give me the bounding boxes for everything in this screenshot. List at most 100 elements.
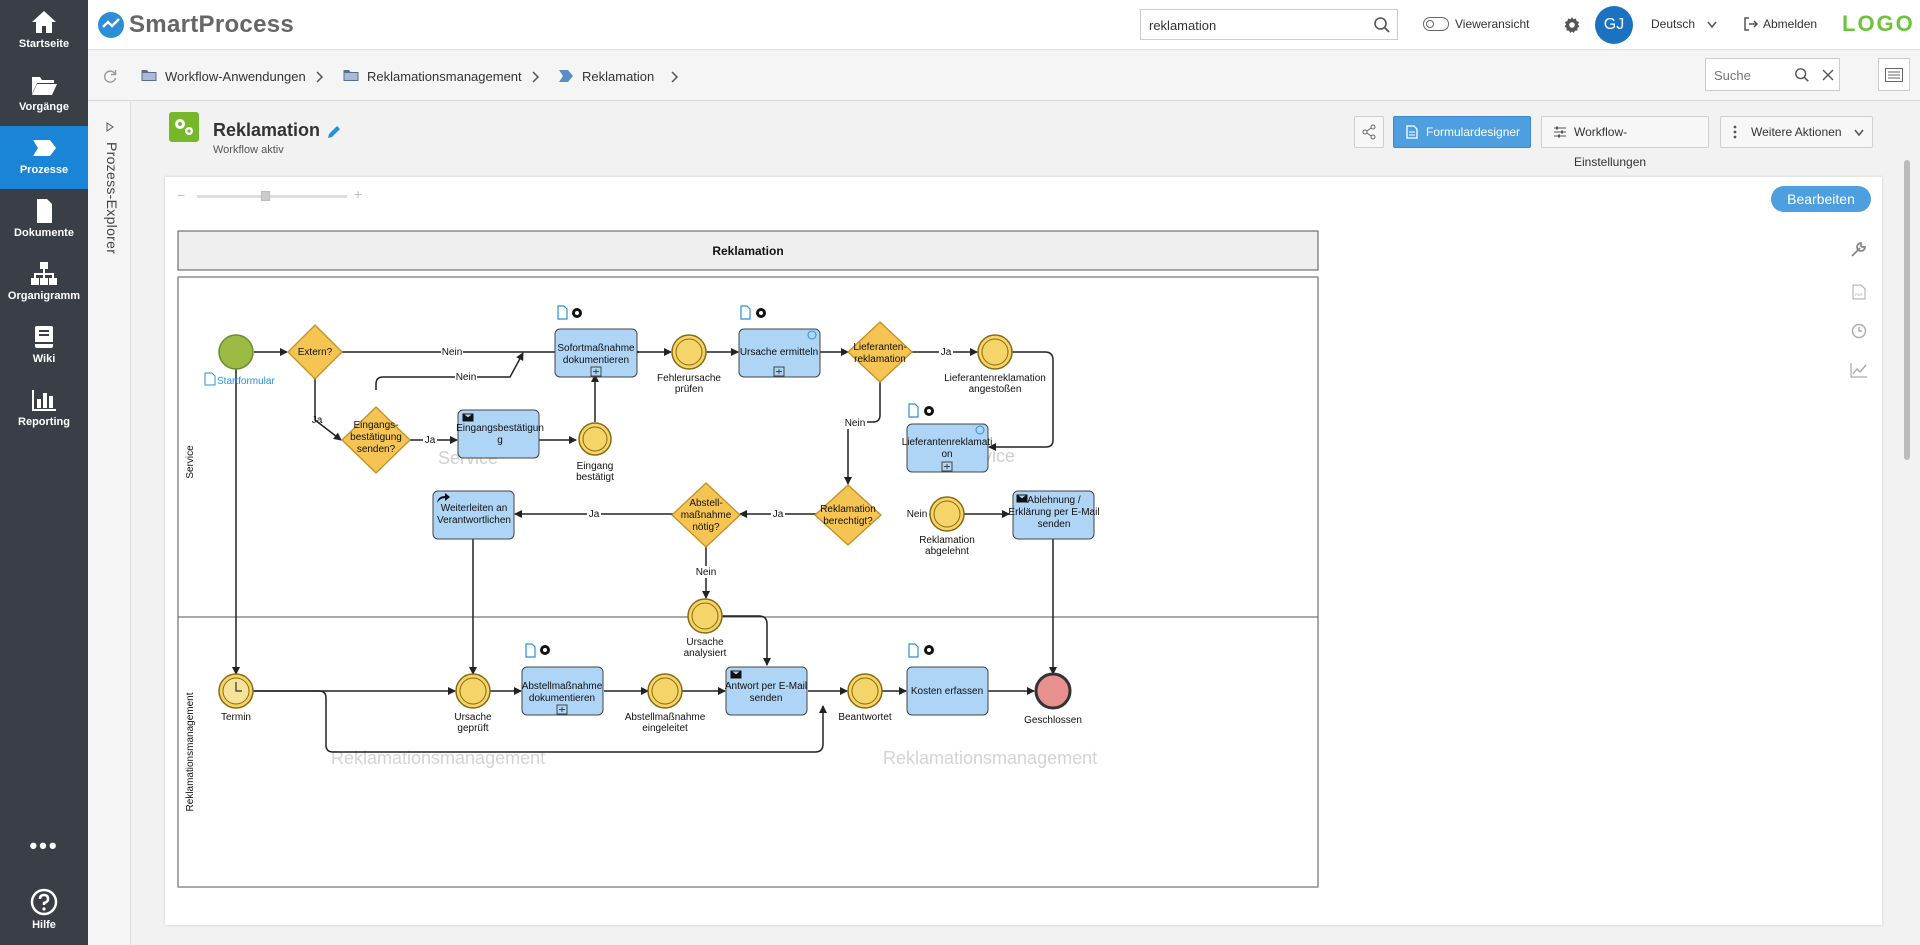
- search-icon[interactable]: [1373, 16, 1391, 34]
- breadcrumb-search[interactable]: [1705, 58, 1840, 91]
- sidebar-item-wiki[interactable]: Wiki: [0, 315, 88, 378]
- flow-labels: Nein Nein Ja Ja Ja Nein Nein Ja Ja Nein: [312, 346, 953, 578]
- close-icon[interactable]: [1822, 69, 1834, 81]
- svg-text:Startformular: Startformular: [217, 376, 275, 387]
- form-designer-button[interactable]: Formulardesigner: [1393, 116, 1531, 148]
- sidebar-item-hilfe[interactable]: Hilfe: [0, 882, 88, 945]
- svg-text:berechtigt?: berechtigt?: [823, 516, 873, 527]
- svg-text:Lieferanten-: Lieferanten-: [853, 342, 906, 353]
- chevron-down-icon[interactable]: [1707, 21, 1717, 29]
- scrollbar-thumb[interactable]: [1904, 160, 1910, 460]
- pdf-icon[interactable]: PDF: [1852, 284, 1866, 300]
- sidebar-item-reporting[interactable]: Reporting: [0, 378, 88, 441]
- breadcrumb-item[interactable]: Reklamation: [582, 69, 655, 84]
- more-actions-button[interactable]: Weitere Aktionen: [1720, 116, 1873, 148]
- breadcrumb-item[interactable]: Reklamationsmanagement: [367, 69, 522, 84]
- breadcrumb-bar: Workflow-Anwendungen Reklamationsmanagem…: [88, 51, 1920, 101]
- logout-icon[interactable]: [1743, 16, 1759, 32]
- event-termin[interactable]: Termin: [218, 673, 254, 723]
- history-icon[interactable]: [1850, 322, 1868, 340]
- viewer-toggle[interactable]: [1423, 17, 1449, 31]
- zoom-in-button[interactable]: +: [354, 186, 363, 202]
- workflow-settings-button[interactable]: Workflow-Einstellungen: [1541, 116, 1709, 169]
- gear-icon[interactable]: [1563, 16, 1581, 34]
- zoom-slider[interactable]: [197, 195, 347, 198]
- pool-body: [177, 276, 1319, 888]
- svg-text:Beantwortet: Beantwortet: [838, 712, 892, 723]
- start-event[interactable]: [218, 334, 254, 370]
- sidebar-item-vorgaenge[interactable]: Vorgänge: [0, 63, 88, 126]
- flow-label: Nein: [845, 418, 866, 429]
- start-form-link[interactable]: Startformular: [204, 372, 275, 387]
- search-input[interactable]: [1149, 16, 1359, 34]
- process-app-icon: [169, 112, 199, 142]
- brand-name: SmartProcess: [129, 11, 295, 38]
- task-eingangsbestaetigung[interactable]: Eingangsbestätigun g: [456, 409, 544, 459]
- list-view-button[interactable]: [1878, 58, 1910, 91]
- gateway-lieferantenreklamation[interactable]: Lieferanten- reklamation: [847, 321, 913, 383]
- share-icon: [1362, 124, 1376, 140]
- event-abstellmassnahme-eingeleitet[interactable]: Abstellmaßnahme eingeleitet: [625, 673, 706, 734]
- task-kosten-erfassen[interactable]: Kosten erfassen: [906, 666, 989, 716]
- logout-link[interactable]: Abmelden: [1763, 17, 1818, 31]
- language-select[interactable]: Deutsch: [1651, 17, 1696, 31]
- gateway-eingangsbestaetigung[interactable]: Eingangs- bestätigung senden?: [341, 406, 411, 474]
- envelope-icon: [462, 413, 474, 422]
- task-weiterleiten[interactable]: Weiterleiten an Verantwortlichen: [432, 490, 515, 540]
- task-sofortmassnahme[interactable]: Sofortmaßnahme dokumentieren: [554, 328, 638, 378]
- task-ursache-ermitteln[interactable]: Ursache ermitteln: [738, 328, 821, 378]
- edit-pencil-icon[interactable]: [326, 124, 342, 140]
- gateway-extern[interactable]: Extern?: [287, 324, 343, 380]
- search-icon[interactable]: [1794, 67, 1810, 83]
- flow-label: Ja: [312, 415, 323, 426]
- gateway-reklamation-berechtigt[interactable]: Reklamation berechtigt?: [814, 484, 882, 546]
- process-icon: [559, 70, 573, 82]
- pool-header: [177, 230, 1319, 271]
- task-abstellmassnahme-dokumentieren[interactable]: Abstellmaßnahme dokumentieren: [521, 666, 604, 716]
- zoom-slider-handle[interactable]: [261, 191, 270, 201]
- task-ablehnung-senden[interactable]: Ablehnung / Erklärung per E-Mail senden: [1008, 490, 1100, 540]
- refresh-icon[interactable]: [102, 68, 118, 84]
- breadcrumb-item[interactable]: Workflow-Anwendungen: [165, 69, 306, 84]
- sidebar-item-dokumente[interactable]: Dokumente: [0, 189, 88, 252]
- explorer-label[interactable]: Prozess-Explorer: [104, 142, 120, 255]
- user-avatar[interactable]: GJ: [1595, 6, 1633, 44]
- svg-text:dokumentieren: dokumentieren: [529, 693, 595, 704]
- task-lieferantenreklamation[interactable]: Lieferantenreklamati on: [902, 423, 993, 473]
- info-icon: [975, 425, 985, 435]
- chevron-right-icon: [532, 71, 540, 83]
- event-eingang-bestaetigt[interactable]: Eingang bestätigt: [576, 422, 614, 483]
- sidebar-item-prozesse[interactable]: Prozesse: [0, 126, 88, 189]
- svg-text:senden: senden: [750, 693, 783, 704]
- event-reklamation-abgelehnt[interactable]: Reklamation abgelehnt: [919, 496, 975, 557]
- svg-text:Abstellmaßnahme: Abstellmaßnahme: [625, 712, 706, 723]
- sidebar-item-organigramm[interactable]: Organigramm: [0, 252, 88, 315]
- more-icon[interactable]: •••: [29, 833, 59, 858]
- task-antwort-senden[interactable]: Antwort per E-Mail senden: [725, 666, 808, 716]
- event-ursache-analysiert[interactable]: Ursache analysiert: [684, 598, 727, 659]
- sidebar-item-startseite[interactable]: Startseite: [0, 0, 88, 63]
- event-beantwortet[interactable]: Beantwortet: [838, 673, 892, 723]
- gateway-abstellmassnahme[interactable]: Abstell- maßnahme nötig?: [671, 482, 741, 548]
- form-designer-label: Formulardesigner: [1426, 125, 1521, 139]
- flow-label: Ja: [773, 509, 784, 520]
- info-icon: [807, 330, 817, 340]
- wrench-icon[interactable]: [1850, 240, 1868, 258]
- end-event-geschlossen[interactable]: Geschlossen: [1024, 672, 1082, 726]
- diagram-canvas[interactable]: − + Bearbeiten Reklamation Service Rekla…: [165, 177, 1882, 925]
- event-lieferantenreklamation-angestossen[interactable]: Lieferantenreklamation angestoßen: [944, 334, 1046, 395]
- line-chart-icon[interactable]: [1850, 362, 1868, 378]
- vertical-scrollbar[interactable]: [1902, 142, 1912, 942]
- event-ursache-geprueft[interactable]: Ursache geprüft: [454, 673, 492, 734]
- breadcrumb-search-input[interactable]: [1714, 66, 1784, 84]
- process-explorer-panel[interactable]: Prozess-Explorer: [88, 102, 131, 945]
- share-button[interactable]: [1354, 116, 1384, 148]
- sidebar-item-label: Hilfe: [32, 919, 56, 931]
- expand-icon[interactable]: [106, 122, 114, 132]
- global-search[interactable]: [1140, 9, 1398, 40]
- edit-button[interactable]: Bearbeiten: [1771, 186, 1871, 212]
- event-fehlerursache-pruefen[interactable]: Fehlerursache prüfen: [657, 334, 721, 395]
- bpmn-diagram: Reklamation Service Reklamationsmanageme…: [177, 230, 1319, 888]
- svg-text:Geschlossen: Geschlossen: [1024, 715, 1082, 726]
- zoom-out-button[interactable]: −: [177, 187, 186, 203]
